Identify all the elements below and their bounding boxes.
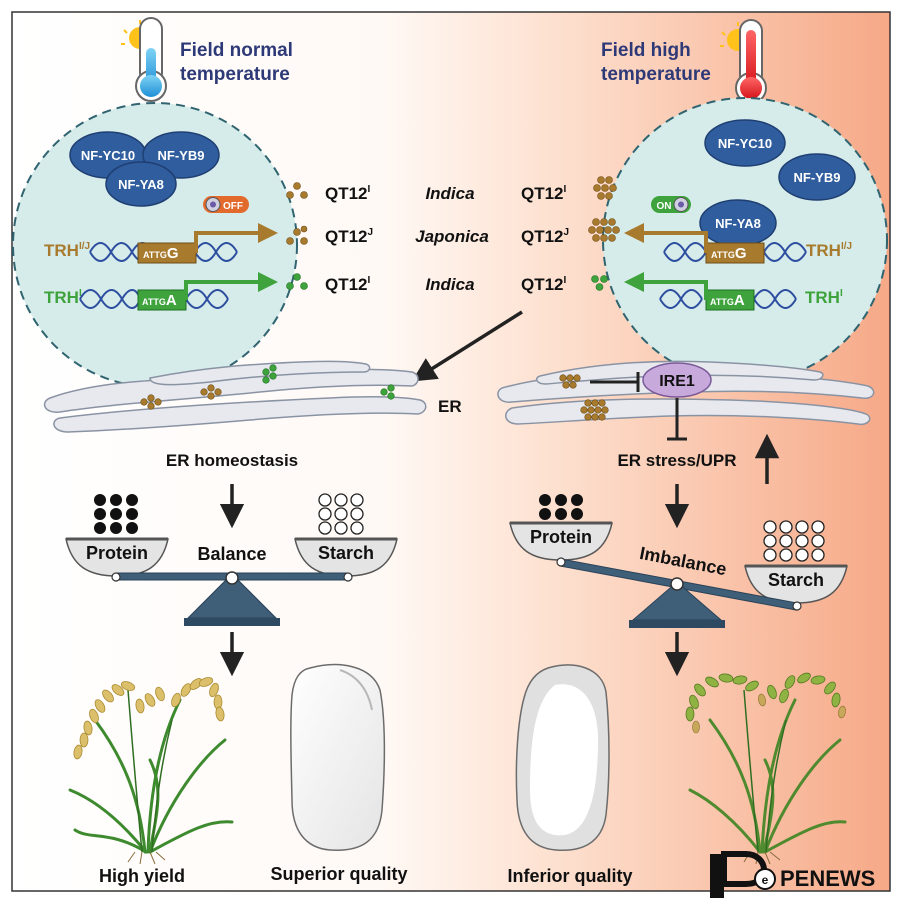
watermark-logo: e xyxy=(710,851,776,898)
left-beam-end-left xyxy=(111,572,121,582)
right-beam-end-right xyxy=(792,601,802,611)
left-er-membrane-icon xyxy=(43,360,427,433)
balance-label: Balance xyxy=(197,544,266,564)
brown-particle-cluster-large xyxy=(588,218,620,242)
left-brown-transcription-arrow xyxy=(194,223,278,253)
left-dna-helix-icon xyxy=(79,289,229,309)
right-protein-dots xyxy=(539,494,583,520)
right-starch-dots xyxy=(763,520,825,562)
right-brown-transcription-arrow xyxy=(624,223,708,253)
green-particle-cluster xyxy=(286,273,308,290)
center-row-2-right-label: QT12J xyxy=(521,227,569,246)
stressed-rice-plant-icon xyxy=(685,672,847,865)
left-scale-pivot xyxy=(225,571,239,585)
healthy-rice-plant-icon xyxy=(68,677,234,865)
right-er-brown-particles-top xyxy=(559,374,581,389)
watermark-text: PENEWS xyxy=(780,866,875,891)
brown-particle-cluster-small xyxy=(286,225,308,245)
center-row-1-right-label: QT12I xyxy=(521,184,567,203)
brown-particle-cluster-small xyxy=(286,182,308,199)
center-row-2-middle-label: Japonica xyxy=(415,227,489,246)
right-trh-i-label: TRHI xyxy=(805,288,843,307)
right-nf-yc10-label: NF-YC10 xyxy=(718,136,772,151)
center-row-3-middle-label: Indica xyxy=(425,275,474,294)
brown-particle-cluster-medium xyxy=(593,176,617,200)
left-nf-y-complex: NF-YC10 NF-YB9 NF-YA8 xyxy=(69,131,220,207)
left-er-brown-particles xyxy=(140,384,222,410)
left-starch-dots xyxy=(318,493,364,535)
left-er-green-particles xyxy=(262,364,395,400)
green-particle-cluster xyxy=(591,275,608,291)
left-attgg-motif-label: ATTGG xyxy=(143,245,179,262)
high-temperature-title-line1: Field high xyxy=(601,40,691,61)
svg-text:e: e xyxy=(762,873,769,887)
inferior-quality-rice-grain-icon xyxy=(515,664,610,851)
right-dna-helix-icon xyxy=(663,242,807,262)
center-row-3-left-label: QT12I xyxy=(325,275,371,294)
left-nf-ya8-label: NF-YA8 xyxy=(118,177,164,192)
high-yield-label: High yield xyxy=(99,866,185,886)
high-temperature-title-line2: temperature xyxy=(601,64,711,85)
left-nf-yc10-label: NF-YC10 xyxy=(81,148,135,163)
right-dna-helix-icon xyxy=(659,289,797,309)
left-green-transcription-arrow xyxy=(184,272,278,300)
left-trh-ij-label: TRHI/J xyxy=(44,241,90,260)
normal-temperature-thermometer-icon xyxy=(121,17,167,102)
right-protein-label: Protein xyxy=(530,527,592,547)
right-nf-ya8-label: NF-YA8 xyxy=(715,216,761,231)
left-trh-i-label: TRHI xyxy=(44,288,82,307)
off-switch-icon: OFF xyxy=(203,196,249,213)
er-stress-upr-label: ER stress/UPR xyxy=(617,451,736,470)
left-nf-yb9-label: NF-YB9 xyxy=(158,148,205,163)
left-starch-label: Starch xyxy=(318,543,374,563)
center-row-1-middle-label: Indica xyxy=(425,184,474,203)
right-nf-yb9-label: NF-YB9 xyxy=(794,170,841,185)
right-green-transcription-arrow xyxy=(624,272,708,300)
center-row-1-left-label: QT12I xyxy=(325,184,371,203)
ire1-label: IRE1 xyxy=(659,373,695,390)
left-protein-label: Protein xyxy=(86,543,148,563)
flow-arrow-to-er xyxy=(411,310,523,382)
normal-temperature-title-line1: Field normal xyxy=(180,40,293,61)
on-switch-icon: ON xyxy=(651,196,691,213)
right-trh-ij-label: TRHI/J xyxy=(806,241,852,260)
right-scale-pivot xyxy=(670,577,684,591)
off-switch-label: OFF xyxy=(223,201,243,212)
on-switch-label: ON xyxy=(657,201,672,212)
er-label: ER xyxy=(438,397,462,416)
center-row-3-right-label: QT12I xyxy=(521,275,567,294)
high-temperature-thermometer-icon xyxy=(720,19,767,104)
er-homeostasis-label: ER homeostasis xyxy=(166,451,298,470)
left-beam-end-right xyxy=(343,572,353,582)
center-row-japonica: QT12J Japonica QT12J xyxy=(286,218,620,246)
right-nf-yb9-oval xyxy=(778,153,856,201)
right-nf-yc10-oval xyxy=(704,119,786,167)
ire1-oval xyxy=(642,362,712,398)
superior-quality-rice-grain-icon xyxy=(290,663,386,851)
right-attgg-motif-label: ATTGG xyxy=(711,245,747,262)
right-beam-end-left xyxy=(556,557,566,567)
center-row-2-left-label: QT12J xyxy=(325,227,373,246)
center-row-indica-green: QT12I Indica QT12I xyxy=(286,273,608,294)
left-nf-ya8-oval xyxy=(105,161,177,207)
right-er-brown-particles-large xyxy=(580,399,609,421)
left-attga-motif-label: ATTGA xyxy=(142,292,177,309)
right-scale-foot xyxy=(629,620,725,628)
superior-quality-label: Superior quality xyxy=(270,864,407,884)
left-scale-foot xyxy=(184,618,280,626)
center-row-indica-normal: QT12I Indica QT12I xyxy=(286,176,617,203)
left-protein-dots xyxy=(94,494,138,534)
normal-temperature-title-line2: temperature xyxy=(180,64,290,85)
right-starch-label: Starch xyxy=(768,570,824,590)
right-attga-motif-label: ATTGA xyxy=(710,292,745,309)
inferior-quality-label: Inferior quality xyxy=(507,866,632,886)
